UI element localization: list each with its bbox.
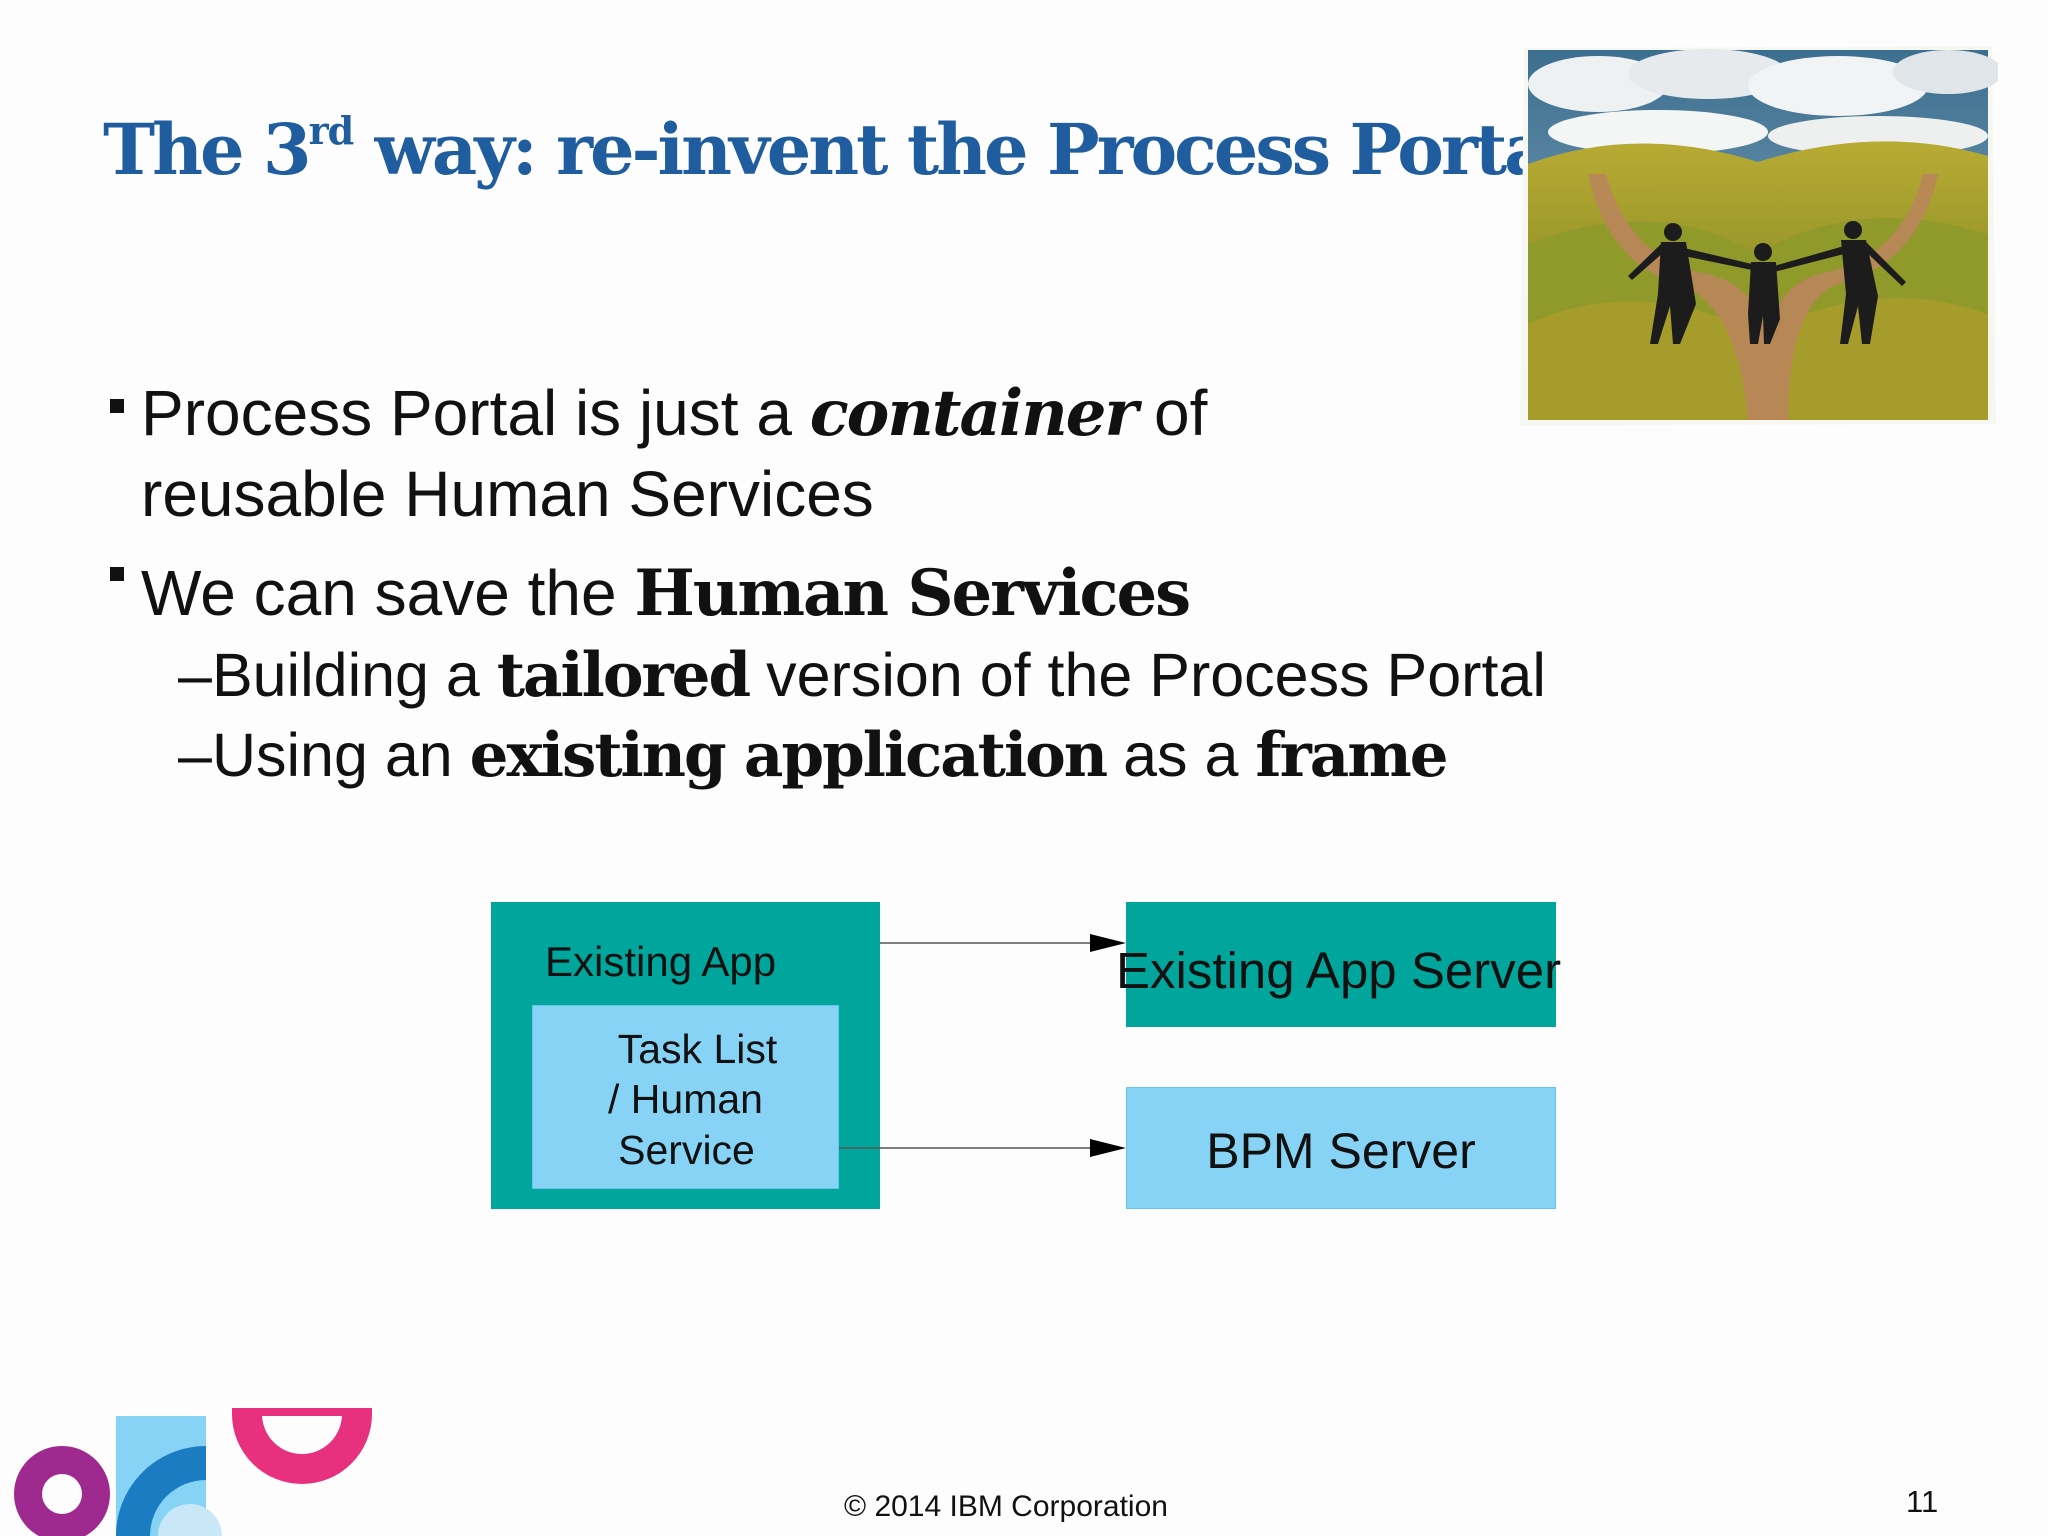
subbullet-2-emphasis: existing application <box>469 720 1109 791</box>
subbullet-1-emphasis: tailored <box>496 640 751 711</box>
task-list-line-3: Service <box>618 1126 755 1173</box>
existing-app-server-label: Existing App Server <box>1116 942 1562 999</box>
bullet-1-line-1: Process Portal is just a container of <box>141 381 1207 446</box>
task-list-line-1: Task List <box>617 1026 778 1072</box>
subbullet-1: –Building a tailored version of the Proc… <box>178 641 1546 709</box>
bpm-server-label: BPM Server <box>1206 1123 1476 1179</box>
task-list-box <box>532 1005 839 1189</box>
bullet-1-text: Process Portal is just a <box>141 377 810 449</box>
subbullet-dash: – <box>178 641 212 709</box>
businessmen-paths-illustration <box>1520 46 1998 426</box>
slide-title: The 3rd way: re-invent the Process Porta <box>103 108 1523 191</box>
arrow-task-list-to-bpm <box>839 1139 1126 1157</box>
bpm-server-box <box>1126 1087 1556 1209</box>
subbullet-2-text-mid: as a <box>1106 721 1256 789</box>
bullet-1-text-end: of <box>1136 377 1208 449</box>
bullet-1-emphasis: container <box>809 376 1138 451</box>
bullet-2: We can save the Human Services <box>141 561 1191 626</box>
subbullet-2-text: Using an <box>211 721 470 789</box>
bullet-1-line-2: reusable Human Services <box>141 458 874 530</box>
bullet-2-text: We can save the <box>141 557 635 629</box>
existing-app-label: Existing App <box>545 938 777 985</box>
task-list-line-2: / Human <box>608 1076 763 1123</box>
subbullet-2-emphasis-2: frame <box>1255 720 1448 791</box>
copyright-footer: © 2014 IBM Corporation <box>844 1490 1168 1523</box>
title-part-1: The 3 <box>103 108 312 191</box>
title-part-2: way: re-invent the Process Porta <box>353 108 1523 191</box>
subbullet-1-text: Building a <box>211 641 497 709</box>
ibm-decorative-logo <box>14 1408 372 1536</box>
arrow-existing-app-to-server <box>880 934 1126 952</box>
subbullet-1-text-end: version of the Process Portal <box>749 641 1546 709</box>
existing-app-server-box <box>1126 902 1556 1027</box>
bullet-marker <box>110 567 124 581</box>
page-number: 11 <box>1906 1484 1939 1519</box>
title-superscript: rd <box>308 108 355 153</box>
subbullet-dash: – <box>178 721 212 789</box>
bullet-2-emphasis: Human Services <box>634 556 1191 631</box>
subbullet-2: –Using an existing application as a fram… <box>178 721 1449 789</box>
task-list-label: Task List / Human Service <box>532 1024 839 1175</box>
bullet-marker <box>110 399 124 413</box>
